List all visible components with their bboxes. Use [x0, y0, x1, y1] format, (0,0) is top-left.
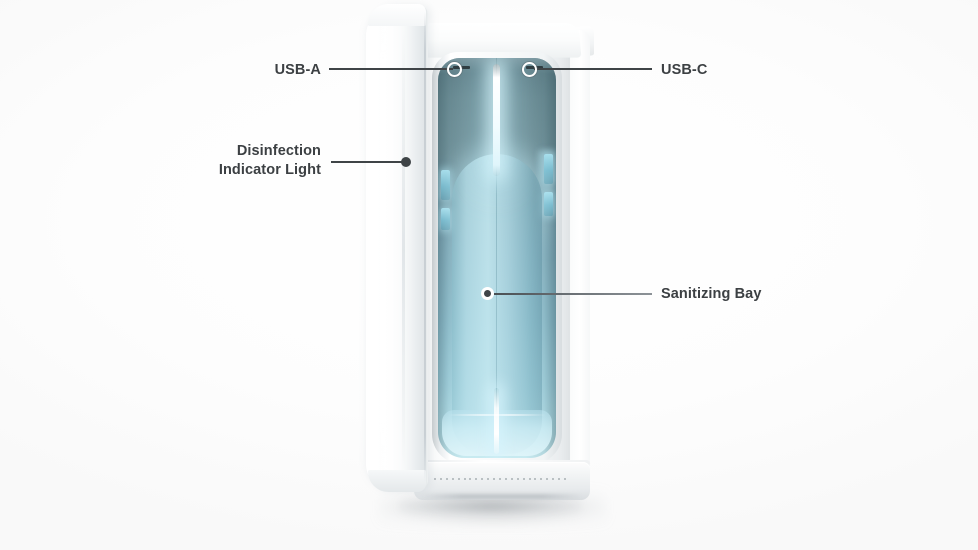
door-seam — [424, 12, 426, 482]
base-vent-dot — [469, 478, 472, 480]
base-vent-dot — [516, 478, 519, 480]
lamp-bracket-right-lower — [544, 192, 553, 216]
lamp-bracket-right-upper — [544, 154, 553, 184]
device-base — [414, 462, 590, 500]
base-vent-dot — [445, 478, 448, 480]
callout-label-usb-a: USB-A — [274, 62, 321, 78]
callout-marker-core — [484, 290, 491, 297]
base-vent-dot — [534, 478, 537, 480]
callout-label-line-2: Indicator Light — [218, 162, 321, 179]
base-vent-dot — [439, 478, 442, 480]
callout-marker-usb-c[interactable] — [522, 62, 537, 77]
callout-label-line-1: Disinfection — [236, 143, 321, 159]
base-vent-dot — [498, 478, 501, 480]
base-vent-dot — [552, 478, 555, 480]
callout-label-disinfection-indicator-light: Disinfection Indicator Light — [161, 142, 321, 180]
callout-label-sanitizing-bay: Sanitizing Bay — [661, 286, 762, 302]
callout-marker-sanitizing-bay[interactable] — [481, 287, 494, 300]
sanitizing-bay-chamber — [438, 58, 556, 458]
callout-leader-sanitizing-bay — [494, 293, 652, 295]
door-edge-highlight — [380, 14, 386, 482]
door-curve-highlight — [372, 10, 416, 486]
base-vent-dot — [528, 478, 531, 480]
uv-lamp-upper — [493, 64, 500, 176]
uv-lamp-lower — [494, 388, 499, 454]
callout-leader-usb-a — [329, 68, 453, 70]
base-vent-dot — [481, 478, 484, 480]
lamp-bracket-left-lower — [441, 208, 450, 230]
door-bottom-cap — [368, 470, 426, 492]
base-vent-dot — [522, 478, 525, 480]
base-vent-dot — [463, 478, 466, 480]
callout-marker-usb-a[interactable] — [447, 62, 462, 77]
base-vent-dot — [546, 478, 549, 480]
door-hinge — [402, 30, 405, 470]
callout-leader-usb-c — [534, 68, 652, 70]
base-vent-dot — [451, 478, 454, 480]
door-top-cap — [368, 4, 426, 26]
item-seam — [496, 158, 497, 454]
callout-leader-disinfection-indicator-light — [331, 161, 407, 163]
base-shadow-line — [422, 494, 582, 499]
base-vent-dot — [475, 478, 478, 480]
base-vent-row — [434, 477, 566, 481]
base-vent-dot — [457, 478, 460, 480]
base-vent-dot — [510, 478, 513, 480]
callout-marker-disinfection-indicator-light[interactable] — [401, 157, 411, 167]
base-vent-dot — [540, 478, 543, 480]
base-vent-dot — [563, 478, 566, 480]
lamp-bracket-left-upper — [441, 170, 450, 200]
callout-label-usb-c: USB-C — [661, 62, 708, 78]
base-vent-dot — [504, 478, 507, 480]
ground-contact-shadow — [400, 498, 580, 514]
base-vent-dot — [493, 478, 496, 480]
base-vent-dot — [434, 478, 436, 480]
base-vent-dot — [487, 478, 490, 480]
base-vent-dot — [558, 478, 561, 480]
